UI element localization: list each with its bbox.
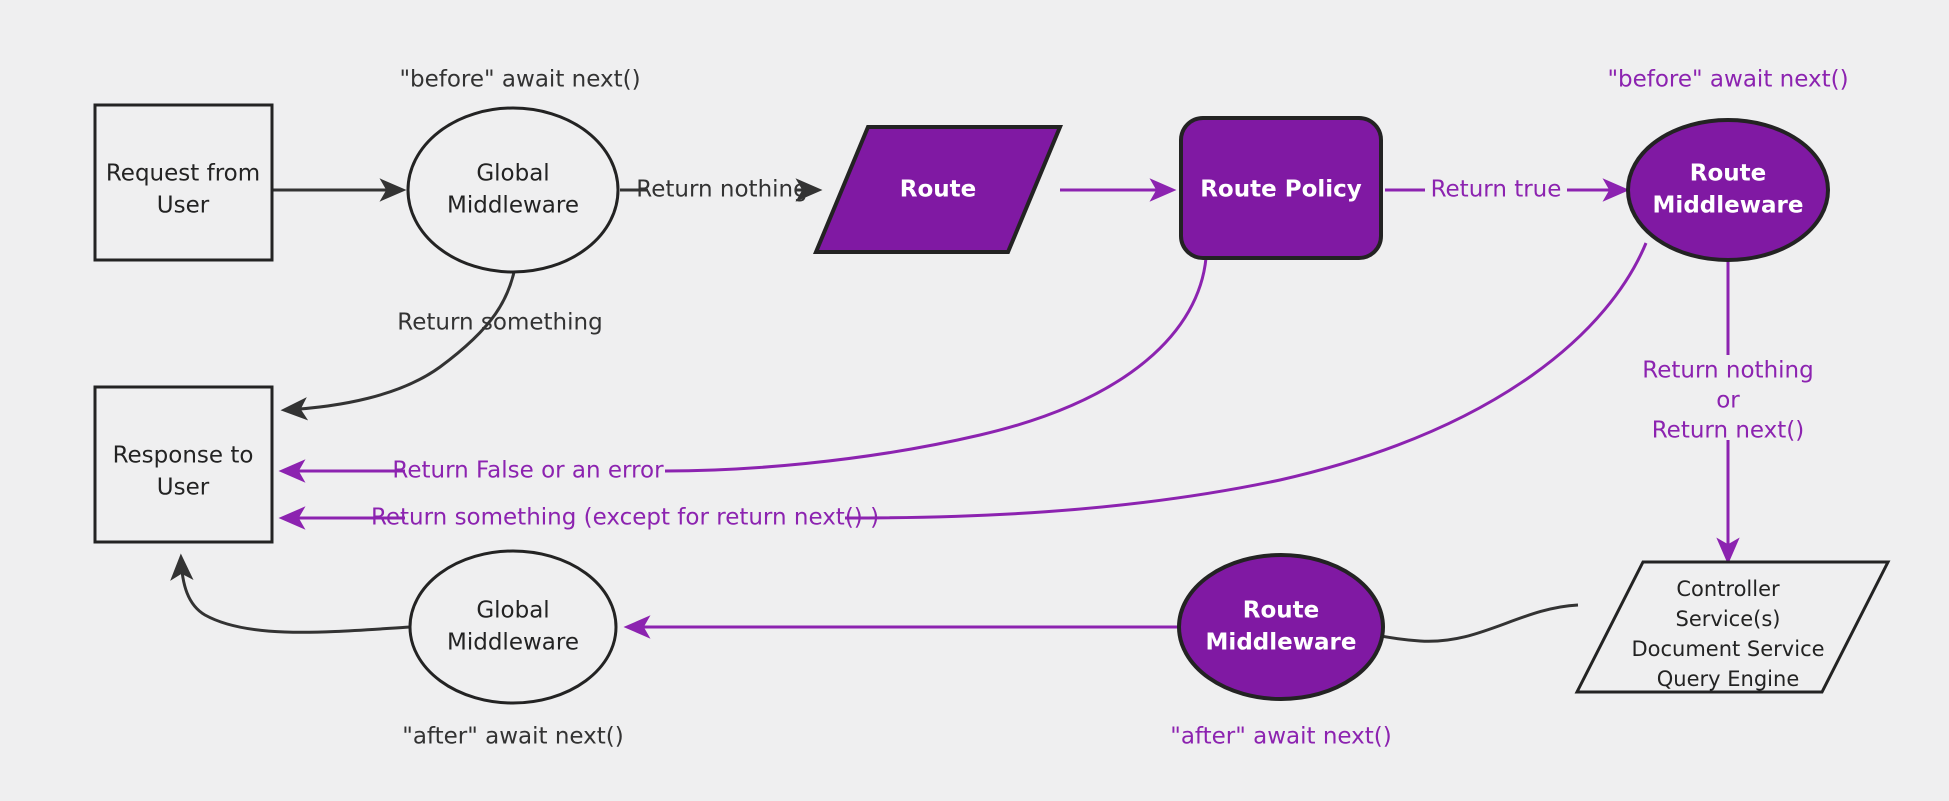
- node-response-to-user: [93, 385, 274, 544]
- node-route-middleware-top: [1626, 118, 1830, 262]
- edge-label-return-true: Return true: [1431, 177, 1562, 203]
- node-request-from-user-line2: User: [157, 193, 210, 219]
- edge-global-middleware-to-response: [280, 254, 519, 421]
- node-global-middleware-bottom-line2: Middleware: [447, 630, 579, 656]
- edge-route-middleware-to-return-something: [844, 242, 1648, 520]
- node-global-middleware-bottom-line1: Global: [476, 598, 549, 624]
- node-controller-line2: Service(s): [1676, 607, 1781, 631]
- edge-label-return-nothing-or-next-line3: Return next(): [1652, 418, 1805, 444]
- node-route-policy: [1179, 116, 1383, 260]
- node-global-middleware-top-line1: Global: [476, 161, 549, 187]
- node-route-middleware-top-line1: Route: [1690, 161, 1766, 187]
- node-global-middleware-top: [406, 106, 620, 274]
- node-route-label: Route: [900, 177, 976, 203]
- node-response-to-user-line1: Response to: [113, 443, 254, 469]
- node-controller-line1: Controller: [1676, 577, 1780, 601]
- node-route-middleware-bottom: [1177, 553, 1385, 701]
- edge-label-return-something-except: Return something (except for return next…: [371, 505, 879, 531]
- node-route-middleware-bottom-line2: Middleware: [1206, 630, 1357, 656]
- edge-label-return-false-or-error: Return False or an error: [392, 458, 664, 484]
- annotation-before-await-next-global: "before" await next(): [399, 67, 640, 93]
- node-route-middleware-bottom-line1: Route: [1243, 598, 1319, 624]
- edge-label-return-nothing-or-next-line2: or: [1716, 388, 1740, 414]
- node-global-middleware-bottom: [408, 549, 618, 705]
- node-route-policy-label: Route Policy: [1200, 177, 1362, 203]
- edge-label-return-something-top: Return something: [397, 310, 602, 336]
- edge-route-policy-to-return-false: [664, 257, 1208, 473]
- node-request-from-user: [93, 103, 274, 262]
- node-controller: [1574, 560, 1891, 694]
- node-controller-line4: Query Engine: [1657, 667, 1799, 691]
- node-global-middleware-top-line2: Middleware: [447, 193, 579, 219]
- node-route-middleware-top-line2: Middleware: [1653, 193, 1804, 219]
- node-request-from-user-line1: Request from: [106, 161, 260, 187]
- annotation-after-await-next-global: "after" await next(): [402, 724, 624, 750]
- annotation-after-await-next-route: "after" await next(): [1170, 724, 1392, 750]
- edge-global-middleware-bottom-to-response: [170, 553, 411, 634]
- annotation-before-await-next-route: "before" await next(): [1607, 67, 1848, 93]
- node-response-to-user-line2: User: [157, 475, 210, 501]
- edge-label-return-nothing: Return nothing: [636, 177, 807, 203]
- node-controller-line3: Document Service: [1631, 637, 1824, 661]
- edge-label-return-nothing-or-next-line1: Return nothing: [1642, 358, 1813, 384]
- node-route: [813, 125, 1063, 254]
